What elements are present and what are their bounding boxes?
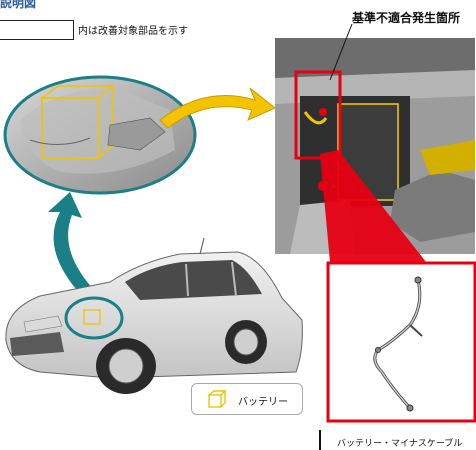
defect-location-label: 基準不適合発生箇所 xyxy=(352,11,461,25)
page-title: 説明図 xyxy=(0,0,37,10)
cable-caption-frame xyxy=(319,430,476,450)
battery-legend xyxy=(191,383,303,415)
battery-outline-icon xyxy=(208,389,227,408)
legend-frame-swatch xyxy=(0,20,74,40)
battery-legend-label: バッテリー xyxy=(238,397,288,408)
car-illustration xyxy=(5,237,303,394)
legend-note: 内は改善対象部品を示す xyxy=(78,26,188,37)
cable-enlargement xyxy=(326,261,476,423)
car-battery-location-ring xyxy=(64,296,124,340)
callout-leader-line xyxy=(329,23,353,81)
teal-arrow-icon xyxy=(48,192,94,296)
defect-location-highlight xyxy=(294,70,342,160)
zoom-beam xyxy=(320,150,426,262)
cable-caption: バッテリー・マイナスケーブル xyxy=(337,439,463,449)
engine-bay-detail-view xyxy=(3,75,197,195)
